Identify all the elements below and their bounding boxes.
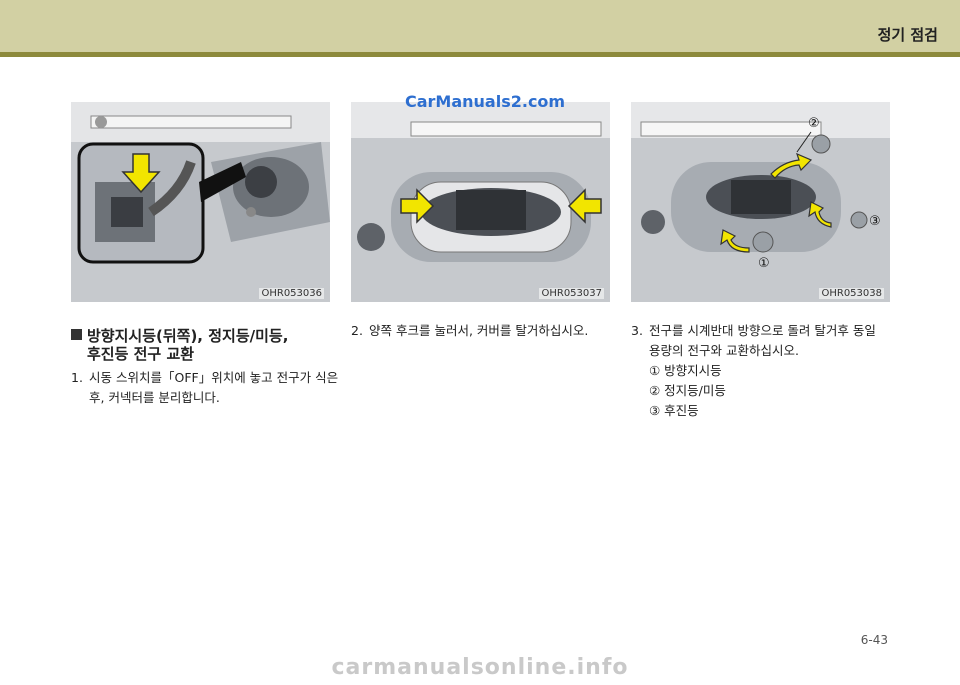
step-number: 1.: [71, 370, 83, 385]
step-text-line2: 용량의 전구와 교환하십시오.: [649, 343, 799, 358]
step-text-line2: 후, 커넥터를 분리합니다.: [89, 390, 220, 405]
watermark-carmanuals: CarManuals2.com: [405, 92, 566, 111]
step-text-line1: 시동 스위치를「OFF」위치에 놓고 전구가 식은: [89, 370, 339, 385]
figure-code: OHR053037: [539, 288, 604, 299]
footer-watermark: carmanualsonline.info: [331, 655, 629, 680]
step-text-line1: 전구를 시계반대 방향으로 돌려 탈거후 동일: [649, 323, 876, 338]
step-2: 2. 양쪽 후크를 눌러서, 커버를 탈거하십시오.: [351, 321, 616, 341]
step-number: 2.: [351, 323, 363, 338]
section-title-line1: 방향지시등(뒤쪽), 정지등/미등,: [87, 327, 289, 345]
figure-code: OHR053038: [819, 288, 884, 299]
figure-3: ② ③ ① OHR053038: [631, 102, 890, 302]
step-1: 1. 시동 스위치를「OFF」위치에 놓고 전구가 식은 후, 커넥터를 분리합…: [71, 368, 341, 408]
page-number: 6-43: [860, 633, 888, 647]
callout-2: ②: [808, 116, 820, 131]
step-3: 3. 전구를 시계반대 방향으로 돌려 탈거후 동일 용량의 전구와 교환하십시…: [631, 321, 896, 421]
figure-3-illustration: [631, 102, 890, 302]
step-text-line1: 양쪽 후크를 눌러서, 커버를 탈거하십시오.: [369, 323, 589, 338]
chapter-title: 정기 점검: [877, 26, 938, 44]
figure-1: OHR053036: [71, 102, 330, 302]
callout-1: ①: [758, 256, 770, 271]
section-title: 방향지시등(뒤쪽), 정지등/미등, 후진등 전구 교환: [71, 327, 341, 363]
section-title-line2: 후진등 전구 교환: [87, 345, 195, 363]
step-item-3: ③ 후진등: [649, 403, 699, 418]
callout-3: ③: [869, 214, 881, 229]
figure-1-illustration: [71, 102, 330, 302]
step-item-1: ① 방향지시등: [649, 363, 722, 378]
header-band: 정기 점검: [0, 0, 960, 52]
step-item-2: ② 정지등/미등: [649, 383, 726, 398]
figure-2-illustration: [351, 102, 610, 302]
figure-code: OHR053036: [259, 288, 324, 299]
square-bullet-icon: [71, 329, 82, 340]
header-rule: [0, 52, 960, 57]
figure-2: OHR053037: [351, 102, 610, 302]
step-number: 3.: [631, 323, 643, 338]
